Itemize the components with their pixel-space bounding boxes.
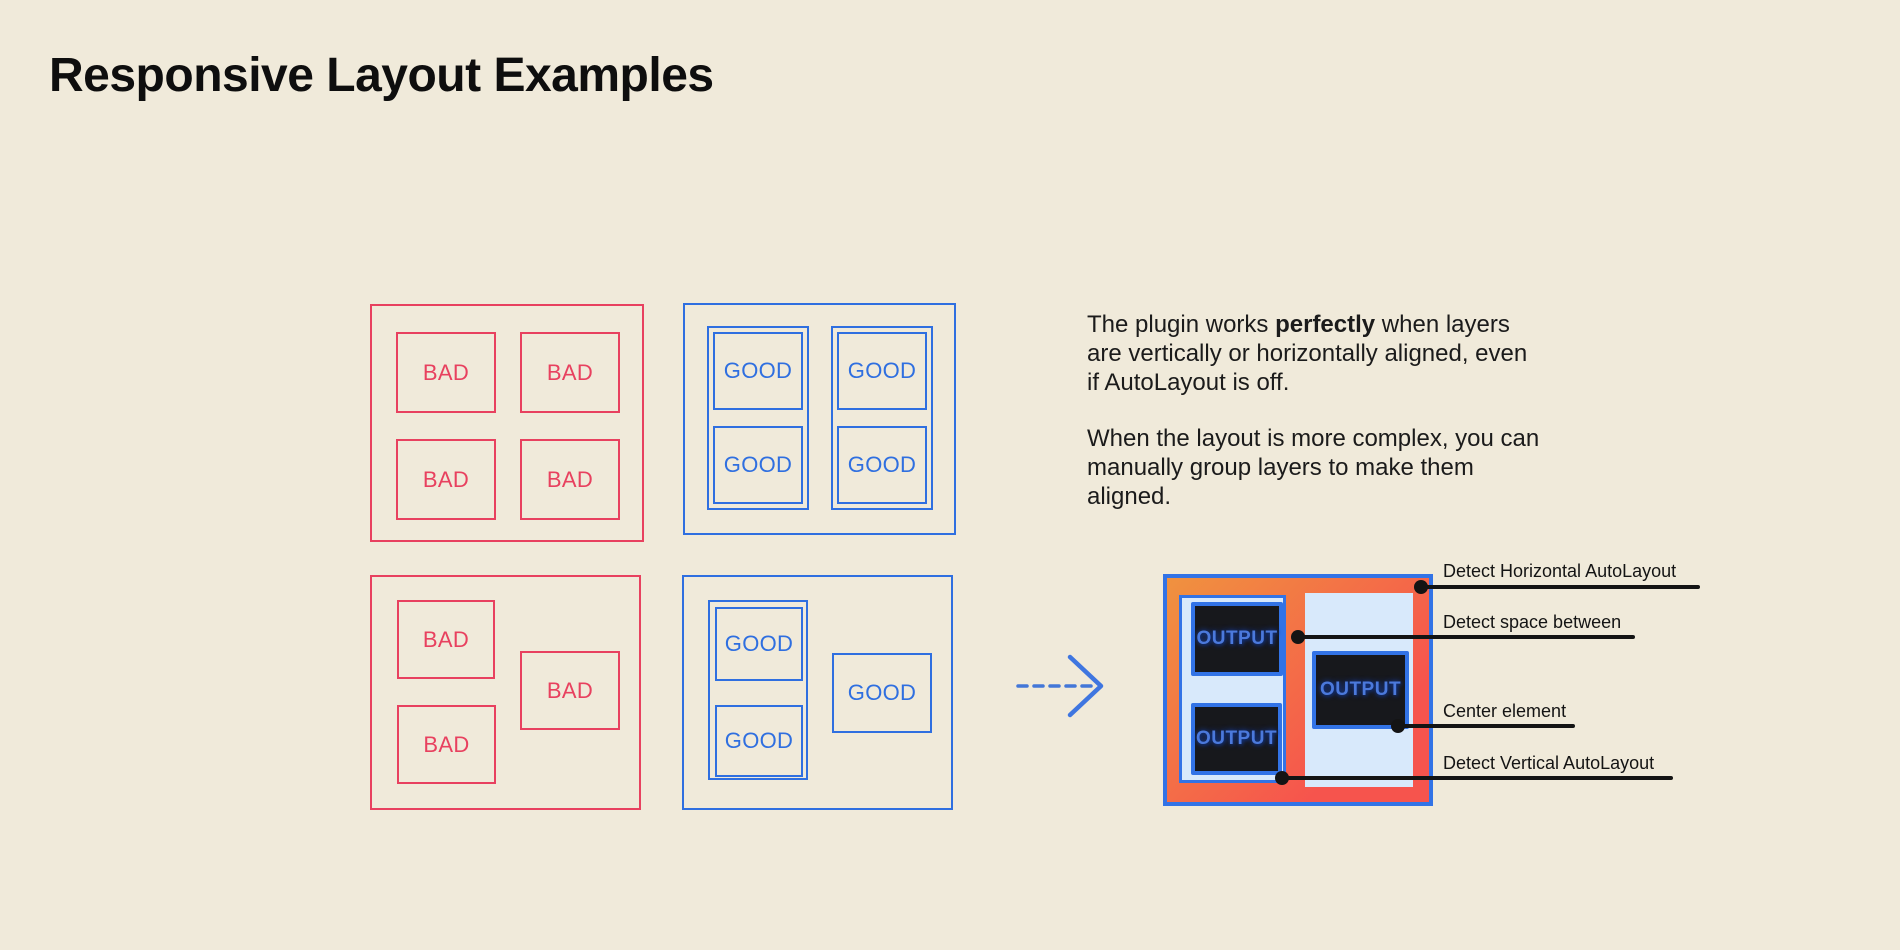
good-group: GOOD GOOD [708, 600, 808, 780]
annotation-label-horizontal-autolayout: Detect Horizontal AutoLayout [1443, 561, 1677, 581]
good-box: GOOD [715, 607, 803, 681]
bad-example-complex-container: BAD BAD BAD [370, 575, 641, 810]
output-result-frame: OUTPUT OUTPUT OUTPUT [1163, 574, 1433, 806]
annotation-line [1298, 635, 1635, 639]
bad-box: BAD [520, 332, 620, 413]
bad-box: BAD [397, 600, 495, 679]
description-p1-bold: perfectly [1275, 311, 1376, 338]
good-box: GOOD [715, 705, 803, 777]
annotation-dot-space-between [1291, 630, 1305, 644]
annotation-dot-vertical-autolayout [1275, 771, 1289, 785]
good-box: GOOD [713, 332, 803, 410]
output-box: OUTPUT [1191, 602, 1283, 676]
good-group: GOOD GOOD [707, 326, 809, 510]
bad-example-aligned-container: BAD BAD BAD BAD [370, 304, 644, 542]
good-box: GOOD [837, 332, 927, 410]
good-group: GOOD GOOD [831, 326, 933, 510]
annotation-line [1398, 724, 1575, 728]
annotation-label-vertical-autolayout: Detect Vertical AutoLayout [1443, 753, 1655, 773]
good-example-grouped-container: GOOD GOOD GOOD GOOD [683, 303, 956, 535]
description-paragraph-2: When the layout is more complex, you can… [1087, 425, 1540, 510]
annotation-label-center-element: Center element [1443, 701, 1567, 721]
output-box: OUTPUT [1312, 651, 1409, 729]
annotation-dot-horizontal-autolayout [1414, 580, 1428, 594]
description-paragraph-1: The plugin works perfectly when layers a… [1087, 310, 1542, 397]
page-title: Responsive Layout Examples [49, 49, 714, 102]
bad-box: BAD [520, 439, 620, 520]
description-text: The plugin works perfectly when layers a… [1087, 310, 1542, 511]
annotation-line [1421, 585, 1700, 589]
description-p1-after: when layers are vertically or horizontal… [1087, 311, 1528, 396]
description-p1-before: The plugin works [1087, 311, 1276, 338]
dashed-arrow-right-icon [1016, 654, 1104, 718]
good-example-complex-container: GOOD GOOD GOOD [682, 575, 953, 810]
bad-box: BAD [396, 439, 496, 520]
bad-box: BAD [520, 651, 620, 730]
annotation-line [1282, 776, 1673, 780]
good-box: GOOD [832, 653, 932, 733]
annotation-label-space-between: Detect space between [1443, 612, 1622, 632]
annotation-dot-center-element [1391, 719, 1405, 733]
output-box: OUTPUT [1191, 703, 1282, 775]
bad-box: BAD [397, 705, 496, 784]
good-box: GOOD [837, 426, 927, 504]
bad-box: BAD [396, 332, 496, 413]
good-box: GOOD [713, 426, 803, 504]
